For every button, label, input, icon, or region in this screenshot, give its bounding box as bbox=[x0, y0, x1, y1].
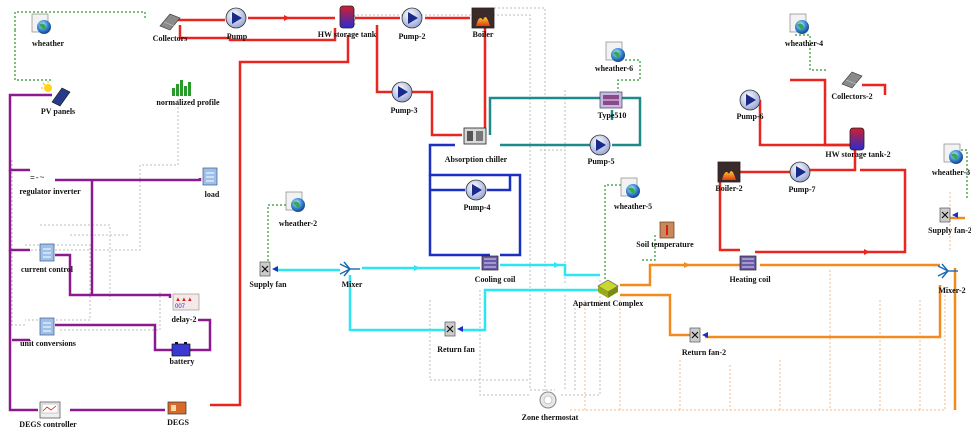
collectors-icon[interactable] bbox=[159, 13, 181, 31]
delay-2-icon[interactable]: ▲▲▲ 007 bbox=[172, 293, 200, 311]
label-pump-3: Pump-3 bbox=[390, 106, 418, 115]
supply-fan-icon[interactable] bbox=[259, 261, 278, 277]
label-wheather-2: wheather-2 bbox=[278, 219, 318, 228]
label-degs-controller: DEGS controller bbox=[19, 420, 77, 429]
soil-temperature-icon[interactable] bbox=[659, 221, 675, 239]
weather-4-icon[interactable] bbox=[789, 13, 809, 34]
label-pump-6: Pump-6 bbox=[736, 112, 764, 121]
boiler-icon[interactable] bbox=[471, 7, 495, 29]
weather-3-icon[interactable] bbox=[943, 143, 963, 164]
heating-coil-icon[interactable] bbox=[739, 255, 757, 271]
control-signal-lines bbox=[11, 7, 601, 396]
label-regulator-inverter: regulator inverter bbox=[19, 187, 81, 196]
hot-water-lines bbox=[175, 16, 907, 407]
pump-7-icon[interactable] bbox=[789, 161, 811, 183]
pump-5-icon[interactable] bbox=[589, 134, 611, 156]
chilled-water-lines bbox=[428, 143, 522, 257]
label-pump-2: Pump-2 bbox=[398, 32, 426, 41]
label-wheather-3: wheather-3 bbox=[931, 168, 971, 177]
label-hw-storage-tank: HW storage tank bbox=[317, 30, 377, 39]
pump-6-icon[interactable] bbox=[739, 89, 761, 111]
label-pump-4: Pump-4 bbox=[463, 203, 491, 212]
label-unit-conversions: unit conversions bbox=[20, 339, 76, 348]
label-degs: DEGS bbox=[167, 418, 189, 427]
label-soil-temperature: Soil temperature bbox=[636, 240, 694, 249]
label-battery: battery bbox=[169, 357, 195, 366]
delay-glyph: 007 bbox=[175, 304, 186, 310]
normalized-profile-icon[interactable] bbox=[172, 80, 191, 96]
weather-6-icon[interactable] bbox=[605, 41, 625, 62]
label-mixer: Mixer bbox=[341, 280, 363, 289]
svg-text:=-~: =-~ bbox=[30, 174, 45, 183]
label-collectors-2: Collectors-2 bbox=[831, 92, 873, 101]
boiler-2-icon[interactable] bbox=[717, 161, 741, 183]
label-pv-panels: PV panels bbox=[40, 107, 76, 116]
label-pump: Pump bbox=[226, 32, 248, 41]
battery-icon[interactable] bbox=[171, 342, 191, 357]
load-icon[interactable] bbox=[202, 167, 218, 186]
label-apartment-complex: Apartment Complex bbox=[572, 299, 644, 308]
pump-3-icon[interactable] bbox=[391, 81, 413, 103]
pump-4-icon[interactable] bbox=[465, 179, 487, 201]
cooling-coil-icon[interactable] bbox=[481, 255, 499, 271]
mixer-2-icon[interactable] bbox=[937, 263, 958, 279]
label-wheather-4: wheather-4 bbox=[784, 39, 824, 48]
label-wheather-5: wheather-5 bbox=[613, 202, 653, 211]
degs-controller-icon[interactable] bbox=[39, 401, 61, 419]
label-pump-7: Pump-7 bbox=[788, 185, 816, 194]
pv-panels-icon[interactable] bbox=[41, 81, 71, 107]
svg-text:▲▲▲: ▲▲▲ bbox=[175, 297, 193, 303]
label-return-fan: Return fan bbox=[437, 345, 475, 354]
type510-icon[interactable] bbox=[599, 91, 623, 109]
supply-air-lines bbox=[278, 263, 600, 332]
hw-storage-tank-icon[interactable] bbox=[339, 5, 355, 29]
hw-storage-tank-2-icon[interactable] bbox=[849, 127, 865, 151]
zone-thermostat-icon[interactable] bbox=[539, 391, 557, 409]
label-delay-2: delay-2 bbox=[171, 315, 197, 324]
unit-conversions-icon[interactable] bbox=[39, 317, 55, 336]
warm-air-lines bbox=[620, 216, 965, 410]
label-normalized-profile: normalized profile bbox=[156, 98, 220, 107]
label-type510: Type510 bbox=[597, 111, 627, 120]
flow-direction-markers bbox=[284, 15, 870, 271]
weather-5-icon[interactable] bbox=[620, 177, 640, 198]
label-supply-fan-2: Supply fan-2 bbox=[928, 226, 971, 235]
label-absorption-chiller: Absorption chiller bbox=[444, 155, 508, 164]
label-load: load bbox=[204, 190, 220, 199]
weather-icon[interactable] bbox=[31, 13, 51, 34]
current-control-icon[interactable] bbox=[39, 243, 55, 262]
collectors-2-icon[interactable] bbox=[841, 71, 863, 89]
label-supply-fan: Supply fan bbox=[249, 280, 287, 289]
absorption-chiller-icon[interactable] bbox=[463, 127, 487, 145]
label-return-fan-2: Return fan-2 bbox=[681, 348, 727, 357]
label-boiler: Boiler bbox=[472, 30, 494, 39]
label-wheather-6: wheather-6 bbox=[594, 64, 634, 73]
return-fan-icon[interactable] bbox=[444, 321, 463, 337]
pump-2-icon[interactable] bbox=[401, 7, 423, 29]
weather-2-icon[interactable] bbox=[285, 191, 305, 212]
label-zone-thermostat: Zone thermostat bbox=[521, 413, 579, 422]
pump-icon[interactable] bbox=[225, 7, 247, 29]
label-pump-5: Pump-5 bbox=[587, 157, 615, 166]
weather-signal-lines bbox=[14, 11, 968, 280]
label-heating-coil: Heating coil bbox=[729, 275, 771, 284]
label-current-control: current control bbox=[21, 265, 73, 274]
label-wheather: wheather bbox=[32, 39, 64, 48]
label-mixer-2: Mixer-2 bbox=[938, 286, 966, 295]
label-collectors: Collectors bbox=[152, 34, 188, 43]
supply-fan-2-icon[interactable] bbox=[939, 207, 958, 223]
label-cooling-coil: Cooling coil bbox=[474, 275, 516, 284]
mixer-icon[interactable] bbox=[339, 261, 360, 277]
regulator-inverter-icon[interactable]: =-~ bbox=[30, 174, 45, 183]
electric-lines bbox=[8, 93, 212, 412]
cooling-water-lines bbox=[488, 96, 642, 147]
label-boiler-2: Boiler-2 bbox=[715, 184, 743, 193]
apartment-complex-icon[interactable] bbox=[597, 279, 619, 298]
degs-icon[interactable] bbox=[167, 401, 187, 415]
return-fan-2-icon[interactable] bbox=[689, 327, 708, 343]
label-hw-storage-tank-2: HW storage tank-2 bbox=[825, 150, 891, 159]
